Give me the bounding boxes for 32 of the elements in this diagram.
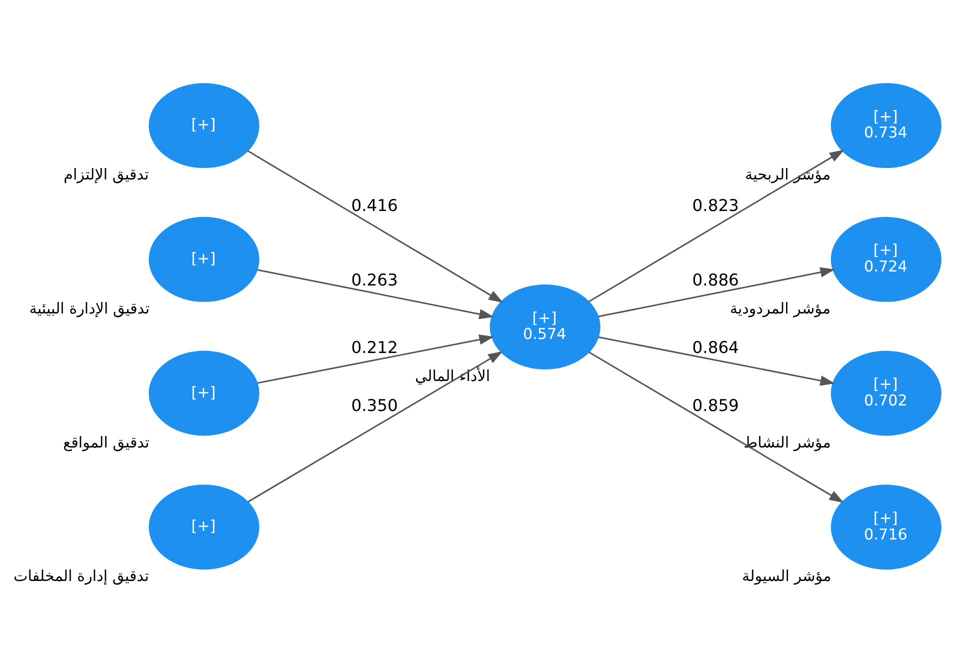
node-label: مؤشر النشاط [744,433,831,452]
arrow [588,150,844,302]
node-ellipse: [+] [148,216,260,302]
node-ellipse: [+] [148,350,260,436]
node-ellipse: [+] 0.574 [490,284,600,370]
edge-label: 0.416 [351,196,398,215]
edge-label: 0.859 [692,396,739,415]
edge-label: 0.864 [692,338,739,357]
arrow [247,150,504,303]
node-label: مؤشر السيولة [742,567,832,586]
node-label: تدقيق المواقع [63,433,150,452]
arrow [598,336,835,386]
node-ellipse: [+] 0.716 [830,484,942,570]
edge-label: 0.263 [351,270,398,290]
node-label: مؤشر المردودية [730,299,831,318]
node-ellipse: [+] [148,484,260,570]
node-ellipse: [+] 0.724 [830,216,942,302]
arrow [257,269,494,320]
edge-label: 0.350 [351,396,398,415]
node-label: تدقيق الإلتزام [64,166,149,184]
node-ellipse: [+] [148,83,260,168]
node-ellipse: [+] 0.734 [830,83,942,168]
arrow [257,334,494,384]
node-label: تدقيق إدارة المخلفات [14,567,149,586]
node-ellipse: [+] 0.702 [830,350,942,436]
edge-label: 0.886 [692,270,739,290]
node-label: تدقيق الإدارة البيئية [29,299,150,318]
arrow [248,351,503,502]
edge-label: 0.212 [351,338,398,357]
arrow [588,352,844,503]
edge-label: 0.823 [692,196,739,215]
arrow [598,267,835,318]
